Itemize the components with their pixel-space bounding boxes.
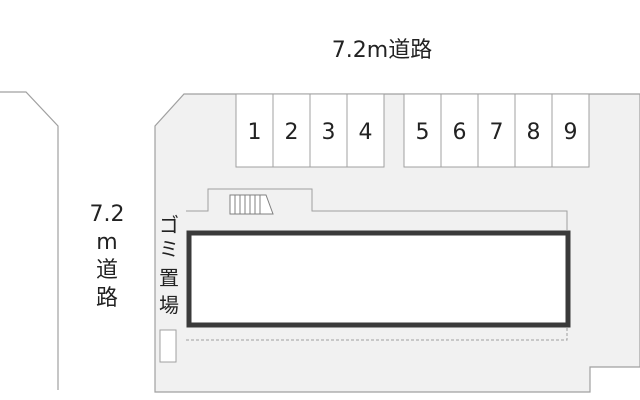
road-left-line-3: 道 [96,258,118,283]
parking-space-number: 7 [490,120,504,145]
parking-space-number: 6 [453,120,467,145]
garbage-label-3: 置 [159,266,179,290]
stairs-icon [229,194,274,215]
parking-space-7 [477,93,516,168]
road-left-line-4: 路 [96,286,118,311]
parking-space-2 [272,93,311,168]
parking-space-6 [440,93,479,168]
parking-space-number: 2 [285,120,299,145]
garbage-label-2: ミ [159,237,179,261]
garbage-label-4: 場 [159,293,179,317]
road-left-line-2: m [96,230,117,255]
parking-space-number: 8 [527,120,541,145]
parking-space-3 [309,93,348,168]
parking-space-4 [346,93,385,168]
building-outline-upper [186,188,568,230]
parking-space-8 [514,93,553,168]
road-top-label: 7.2m道路 [332,38,432,63]
building-outline-dashed [186,328,568,341]
parking-space-number: 1 [248,120,262,145]
garbage-area-box [159,329,177,363]
parking-space-number: 3 [322,120,336,145]
parking-space-number: 9 [564,120,578,145]
parking-space-5 [403,93,442,168]
parking-space-9 [551,93,590,168]
garbage-label-1: ゴ [159,213,179,237]
parking-space-number: 4 [359,120,373,145]
building [186,230,571,328]
parking-space-number: 5 [416,120,430,145]
road-left-line-1: 7.2 [90,202,125,227]
left-road-boundary [0,91,59,390]
